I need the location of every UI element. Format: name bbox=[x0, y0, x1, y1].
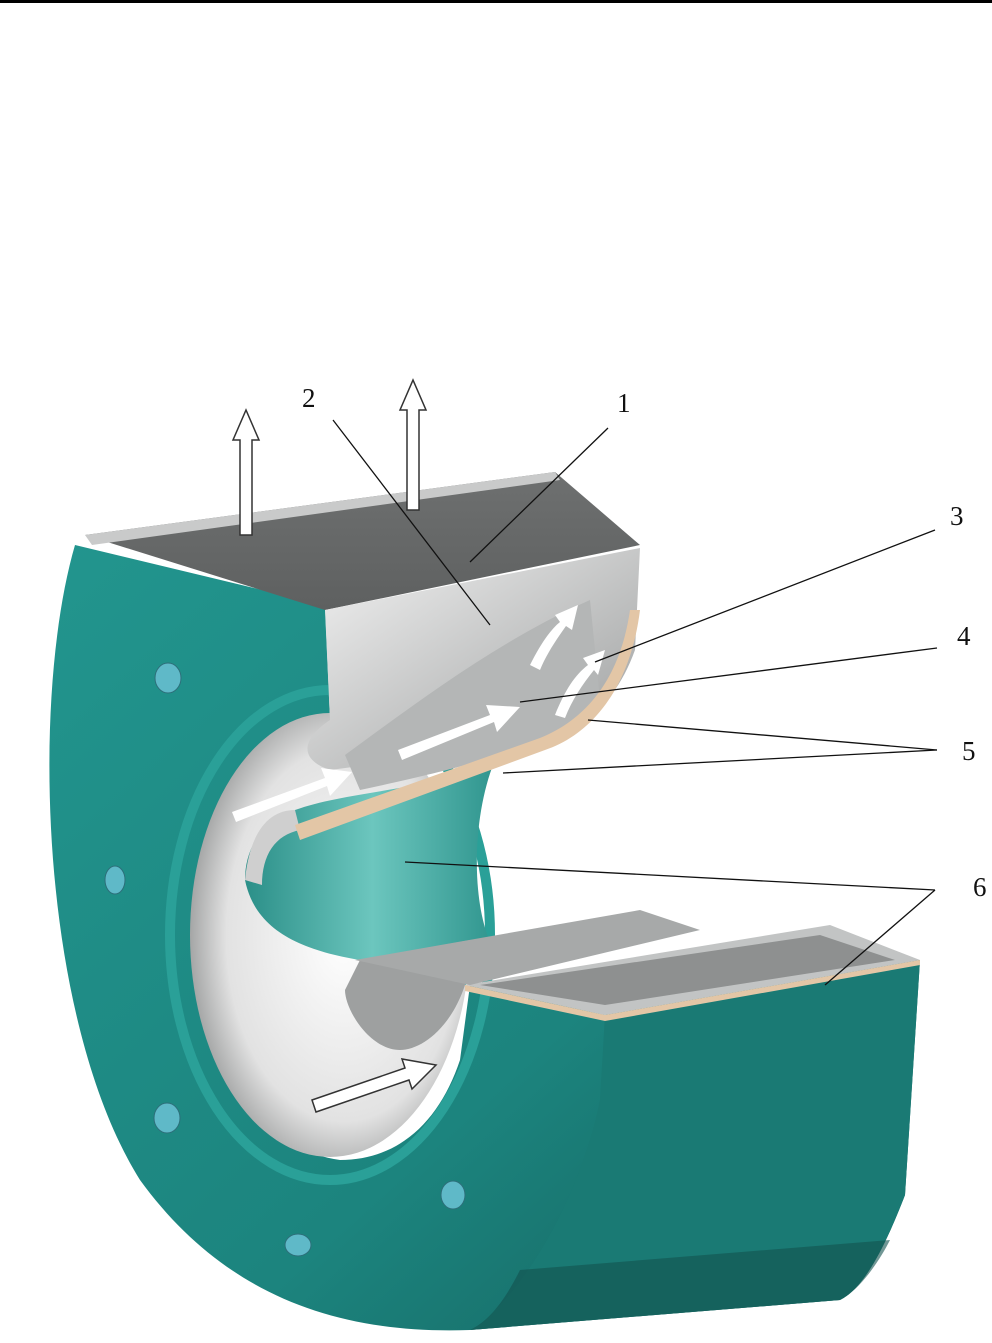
leader-line-2 bbox=[332, 419, 491, 626]
label-3: 3 bbox=[950, 501, 964, 531]
lower-chamber-inner bbox=[480, 935, 895, 1005]
bore-edge bbox=[245, 810, 300, 885]
leader-line-6a bbox=[404, 861, 936, 891]
flow-arrow-icon bbox=[398, 705, 520, 760]
inlet-arrow-icon bbox=[311, 1058, 438, 1113]
label-2: 2 bbox=[302, 383, 316, 413]
leader-line-4 bbox=[519, 647, 938, 703]
casing-bottom-shadow bbox=[470, 1240, 890, 1330]
leader-line-5b bbox=[502, 749, 938, 774]
swirl-arrow-icon bbox=[530, 605, 578, 670]
flow-arrow-icon bbox=[232, 768, 352, 822]
bolt-icon bbox=[440, 1180, 466, 1210]
inner-shell-lower bbox=[355, 910, 700, 985]
label-5: 5 bbox=[962, 736, 976, 766]
leader-line-6b bbox=[824, 889, 936, 986]
leader-line-5a bbox=[587, 719, 938, 751]
label-6: 6 bbox=[973, 872, 987, 902]
bolt-icon bbox=[153, 1102, 181, 1134]
outlet-arrow-icon bbox=[398, 378, 428, 511]
label-4: 4 bbox=[957, 621, 971, 651]
bolt-icon bbox=[104, 865, 126, 895]
top-rule bbox=[0, 0, 992, 3]
outlet-arrow-icon bbox=[231, 408, 261, 536]
casing-side-face bbox=[470, 960, 920, 1330]
insulation-layer-upper bbox=[295, 610, 640, 840]
top-plate-rim bbox=[85, 472, 560, 545]
swirl-vane-region bbox=[345, 600, 600, 790]
outlet-top-plate bbox=[85, 472, 640, 610]
leader-line-1 bbox=[469, 427, 609, 563]
swirl-arrow-icon bbox=[555, 650, 605, 718]
inner-bore bbox=[245, 760, 500, 985]
bolt-icon bbox=[284, 1233, 312, 1257]
label-1: 1 bbox=[617, 388, 631, 418]
bolt-icon bbox=[154, 662, 182, 694]
leader-line-3 bbox=[594, 529, 936, 663]
